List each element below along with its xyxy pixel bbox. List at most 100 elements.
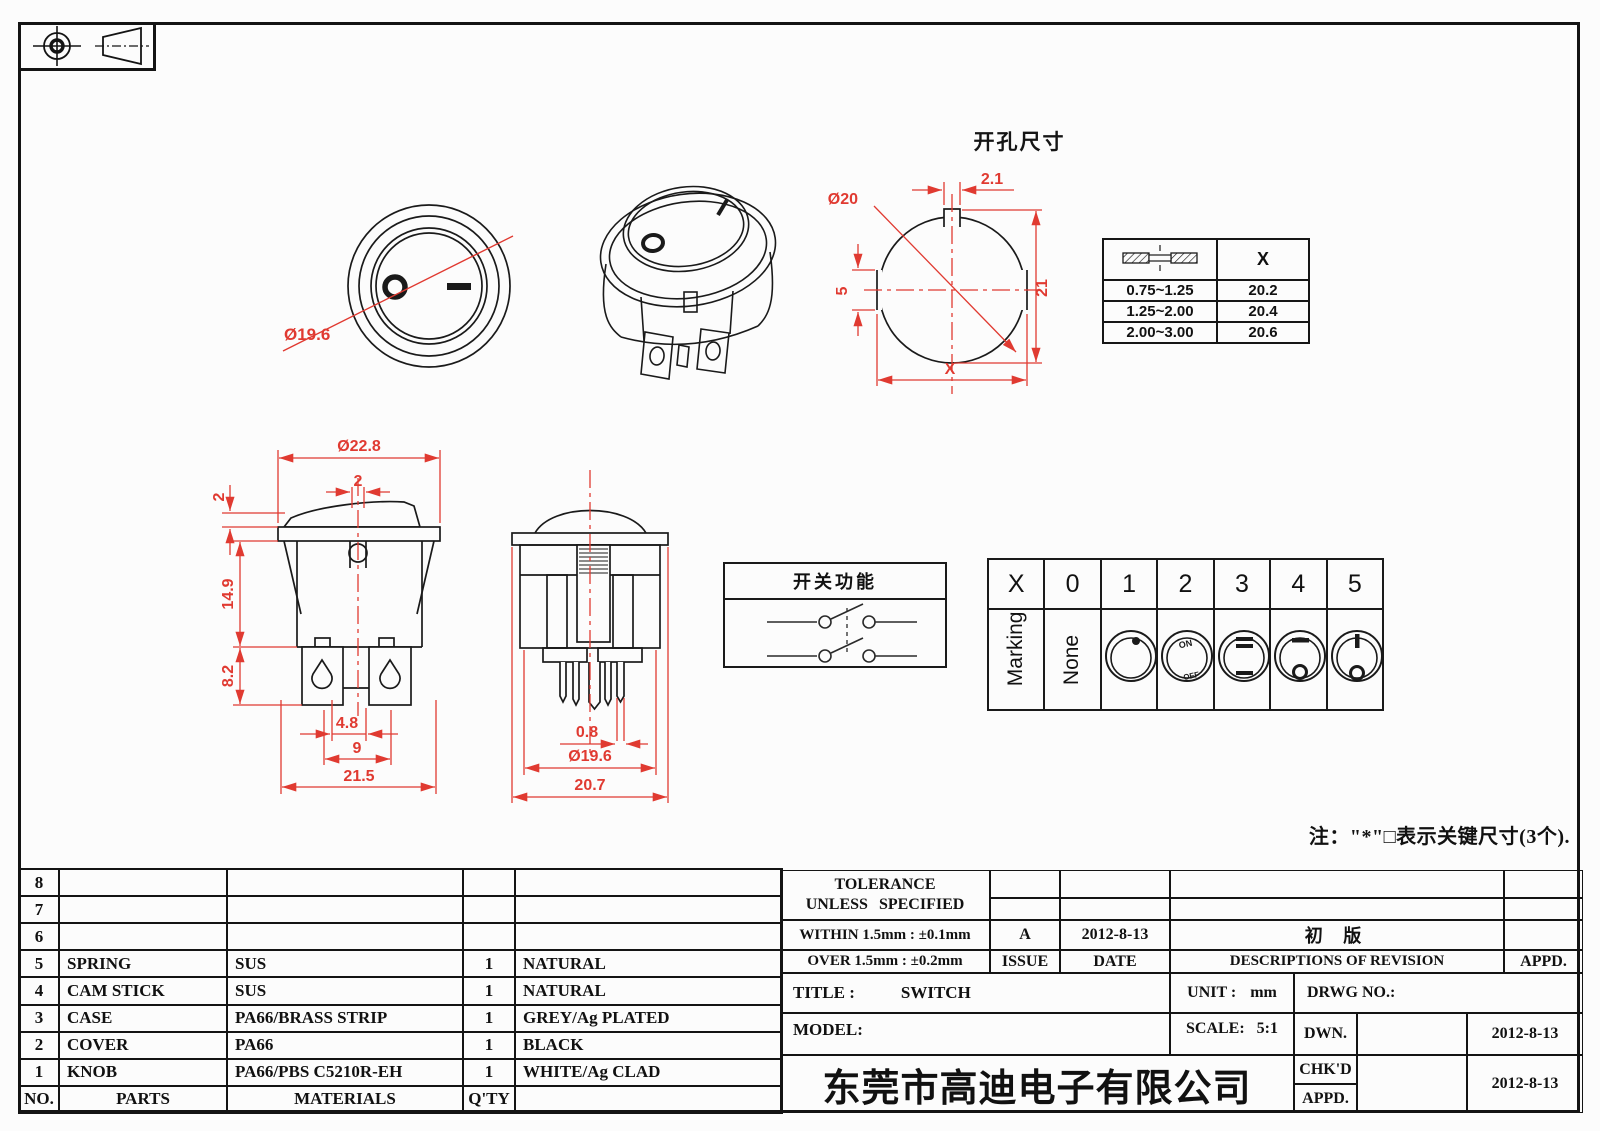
marking-off-symbol	[382, 274, 408, 300]
dim-label: Ø19.6	[568, 748, 612, 765]
marking-row-header: Marking	[1004, 611, 1028, 686]
issue-label: ISSUE	[990, 950, 1060, 973]
thickness-header-x: X	[1216, 238, 1310, 281]
parts-table: 8 7 6 5 SPRING SUS 1 NATURAL	[18, 867, 783, 1115]
dim-label: 2.1	[981, 171, 1003, 188]
marking-none: None	[1060, 634, 1084, 685]
title-label: TITLE :	[793, 983, 855, 1002]
part-name	[58, 922, 228, 952]
dim-label: Ø20	[828, 191, 858, 208]
iso-marking-on	[716, 198, 729, 217]
revision-empty-cell	[1060, 870, 1170, 898]
part-qty	[462, 867, 516, 898]
marking-bar-circle-icon	[1274, 630, 1325, 682]
marking-on-text: ON	[1178, 638, 1193, 651]
marking-icon-cell	[1269, 608, 1328, 711]
marking-col-header: 2	[1156, 558, 1215, 610]
dim-label: 2	[211, 492, 228, 501]
iso-view	[599, 185, 777, 380]
part-name: SPRING	[58, 949, 228, 979]
marking-icon-cell	[1099, 608, 1159, 711]
marking-col-header: 3	[1212, 558, 1272, 610]
revision-issue-value: A	[990, 920, 1060, 950]
part-no: 8	[18, 867, 60, 898]
header-materials: MATERIALS	[226, 1084, 464, 1115]
part-color: NATURAL	[514, 976, 783, 1006]
table-row: 1 KNOB PA66/PBS C5210R-EH 1 WHITE/Ag CLA…	[18, 1057, 783, 1087]
datum-target-icon	[33, 26, 81, 66]
marking-dot-icon	[1104, 630, 1156, 682]
dim-label: 4.8	[336, 715, 358, 732]
part-material: SUS	[226, 976, 464, 1006]
thickness-x: 20.2	[1216, 279, 1310, 302]
drawing-frame	[18, 22, 1580, 1113]
side-dim-view: 0.8 Ø19.6 20.7	[511, 470, 669, 803]
part-name: KNOB	[58, 1057, 228, 1087]
thickness-range: 2.00~3.00	[1102, 321, 1218, 344]
revision-empty-cell	[1170, 870, 1504, 898]
header-color	[514, 1084, 783, 1115]
thickness-x: 20.6	[1216, 321, 1310, 344]
part-material: PA66	[226, 1030, 464, 1060]
dpst-schematic	[767, 603, 917, 663]
dim-label: 2	[354, 473, 363, 490]
tolerance-header-cell: TOLERANCE UNLESS SPECIFIED	[780, 870, 990, 920]
part-no: 5	[18, 949, 60, 979]
part-name	[58, 895, 228, 925]
switch-function-box: 开关功能	[723, 562, 947, 668]
tolerance-within: WITHIN 1.5mm : ±0.1mm	[780, 920, 990, 950]
revision-appd-value	[1504, 920, 1583, 950]
chkd-label: CHK'D	[1294, 1055, 1357, 1084]
unit-cell: UNIT : mm	[1170, 973, 1294, 1013]
drwg-no-cell: DRWG NO.:	[1294, 973, 1583, 1013]
header-qty: Q'TY	[462, 1084, 516, 1115]
cutout-view: 2.1 Ø20 5 21 X	[828, 171, 1051, 394]
header-parts: PARTS	[58, 1084, 228, 1115]
descriptions-label: DESCRIPTIONS OF REVISION	[1170, 950, 1504, 973]
part-name	[58, 867, 228, 898]
part-material: PA66/PBS C5210R-EH	[226, 1057, 464, 1087]
part-color: WHITE/Ag CLAD	[514, 1057, 783, 1087]
scale-cell: SCALE: 5:1	[1170, 1013, 1294, 1055]
part-no: 4	[18, 976, 60, 1006]
title-cell: TITLE : SWITCH	[780, 973, 1170, 1013]
part-color	[514, 895, 783, 925]
part-qty: 1	[462, 949, 516, 979]
part-name: CASE	[58, 1003, 228, 1033]
dim-label: Ø22.8	[337, 438, 381, 455]
front-view: Ø19.6	[282, 204, 514, 368]
part-qty: 1	[462, 976, 516, 1006]
first-angle-projection-icon	[95, 26, 149, 66]
dwn-label: DWN.	[1294, 1013, 1357, 1055]
model-cell: MODEL:	[780, 1013, 1170, 1055]
marking-table: X 0 1 2 3 4 5 Marking None	[986, 558, 1385, 711]
part-name: COVER	[58, 1030, 228, 1060]
dim-label: 21	[1034, 279, 1051, 297]
revision-empty-cell	[990, 898, 1060, 920]
scale-label: SCALE:	[1185, 1020, 1245, 1037]
switch-function-title: 开关功能	[725, 564, 945, 600]
dim-label: 9	[353, 740, 362, 757]
part-color	[514, 922, 783, 952]
unit-label: UNIT :	[1187, 984, 1237, 1001]
marking-ibar-circle-icon	[1330, 630, 1381, 682]
part-qty: 1	[462, 1003, 516, 1033]
tolerance-sub: UNLESS SPECIFIED	[805, 896, 965, 913]
part-qty	[462, 895, 516, 925]
part-no: 3	[18, 1003, 60, 1033]
revision-empty-cell	[1170, 898, 1504, 920]
part-no: 2	[18, 1030, 60, 1060]
table-row: 7	[18, 895, 783, 925]
marking-off-text: OFF	[1183, 670, 1201, 682]
projection-symbol-box	[18, 22, 156, 71]
thickness-range: 1.25~2.00	[1102, 300, 1218, 323]
revision-empty-cell	[990, 870, 1060, 898]
part-qty: 1	[462, 1057, 516, 1087]
marking-col-header: 1	[1099, 558, 1159, 610]
part-no: 7	[18, 895, 60, 925]
front-dim-view: Ø22.8 2 2 14.9 8.2 4.8 9 21.5	[211, 438, 441, 794]
revision-empty-cell	[1504, 898, 1583, 920]
appd-row-label: APPD.	[1294, 1084, 1357, 1113]
